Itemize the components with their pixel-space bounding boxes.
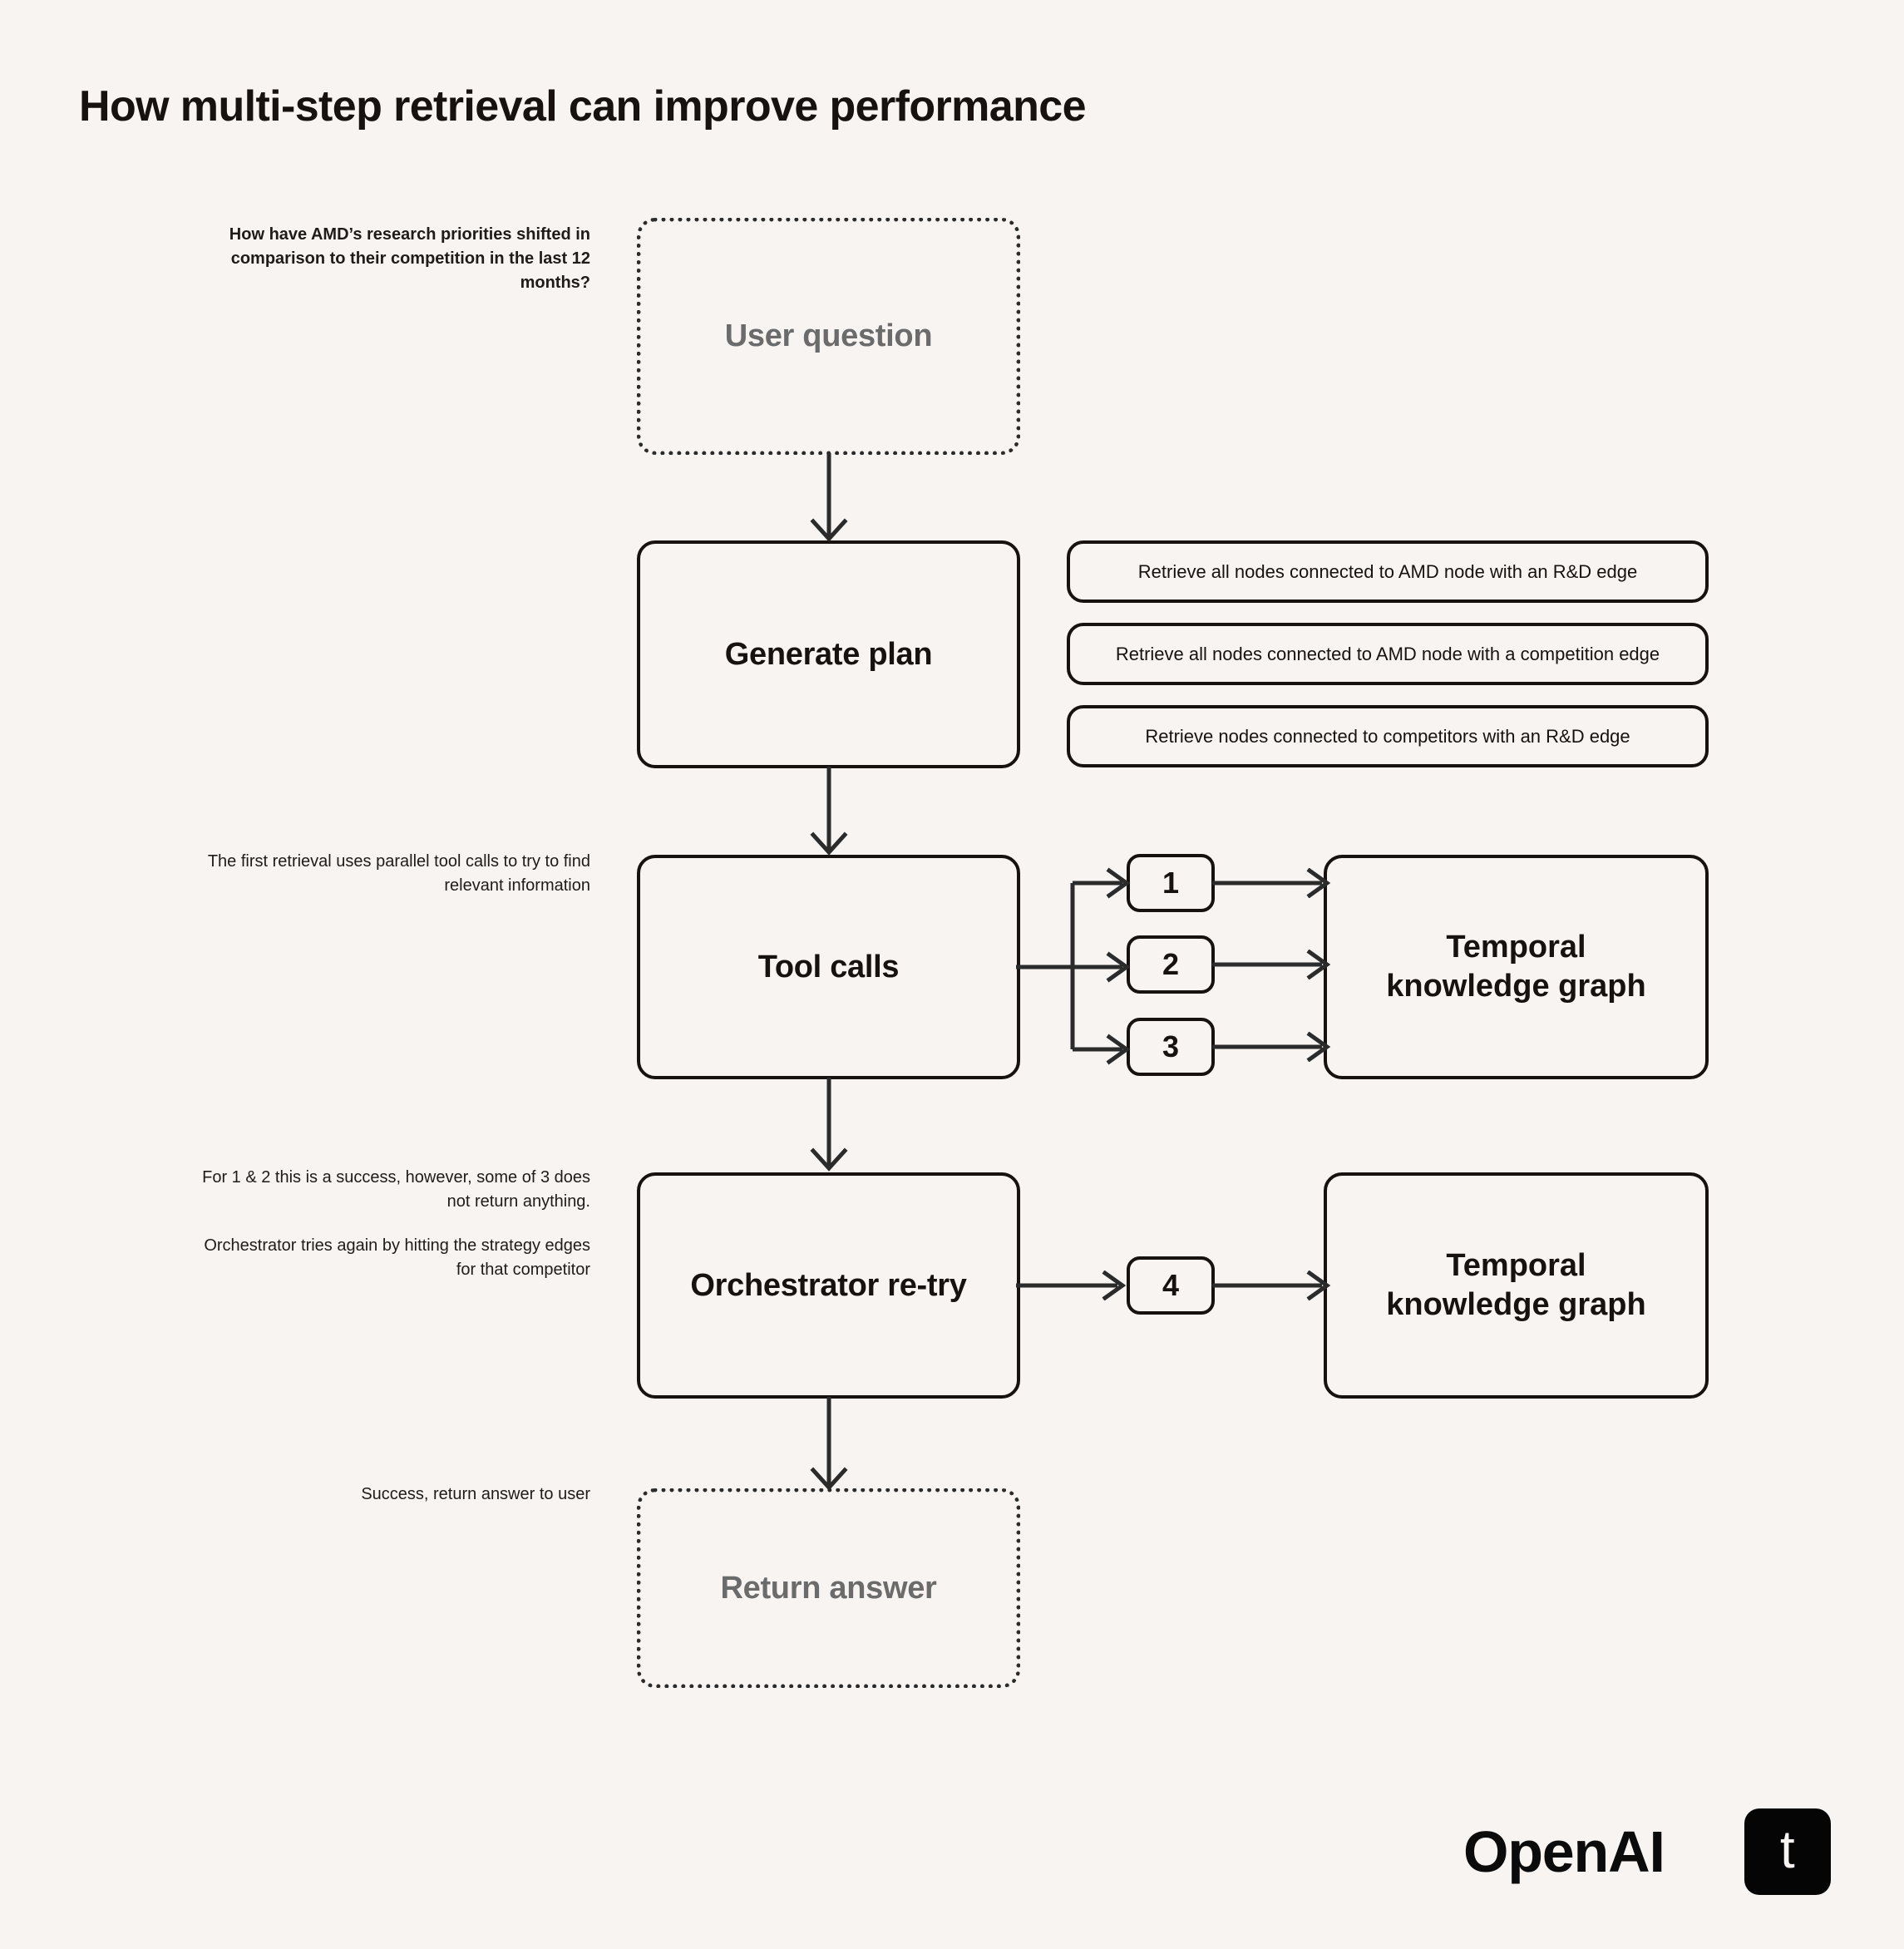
connector-user-question-to-generate-plan: [810, 453, 848, 542]
connector-badge-2-to-knowledge-graph: [1212, 950, 1331, 979]
footer-logos: OpenAI t: [1463, 1808, 1831, 1895]
connector-tool-calls-fanout: [1016, 867, 1131, 1065]
annotation-tool-calls: The first retrieval uses parallel tool c…: [207, 852, 590, 895]
connector-badge-3-to-knowledge-graph: [1212, 1032, 1331, 1062]
node-tool-calls[interactable]: Tool calls: [637, 855, 1020, 1079]
node-user-question[interactable]: User question: [637, 218, 1020, 455]
connector-generate-plan-to-tool-calls: [810, 767, 848, 856]
node-generate-plan[interactable]: Generate plan: [637, 540, 1020, 768]
tool-call-badge-1[interactable]: 1: [1127, 854, 1215, 912]
partner-logo-mark: t: [1744, 1808, 1831, 1895]
connector-badge-1-to-knowledge-graph: [1212, 868, 1331, 898]
node-return-answer[interactable]: Return answer: [637, 1488, 1020, 1688]
page-title: How multi-step retrieval can improve per…: [79, 82, 1087, 131]
tool-call-badge-3[interactable]: 3: [1127, 1018, 1215, 1076]
plan-step-1[interactable]: Retrieve all nodes connected to AMD node…: [1067, 540, 1709, 603]
openai-logo: OpenAI: [1463, 1819, 1665, 1884]
annotation-user-question: How have AMD’s research priorities shift…: [229, 225, 590, 292]
plan-step-2[interactable]: Retrieve all nodes connected to AMD node…: [1067, 623, 1709, 685]
node-temporal-knowledge-graph-bottom[interactable]: Temporal knowledge graph: [1324, 1172, 1709, 1399]
node-temporal-knowledge-graph-top[interactable]: Temporal knowledge graph: [1324, 855, 1709, 1079]
tool-call-badge-2[interactable]: 2: [1127, 935, 1215, 994]
connector-orchestrator-retry-to-badge-4: [1016, 1271, 1127, 1300]
connector-badge-4-to-knowledge-graph: [1212, 1271, 1331, 1300]
annotation-return-answer: Success, return answer to user: [361, 1485, 590, 1503]
annotation-retry-failure: For 1 & 2 this is a success, however, so…: [202, 1168, 590, 1211]
connector-tool-calls-to-orchestrator-retry: [810, 1078, 848, 1172]
connector-orchestrator-retry-to-return-answer: [810, 1397, 848, 1491]
retry-badge-4[interactable]: 4: [1127, 1256, 1215, 1315]
plan-step-3[interactable]: Retrieve nodes connected to competitors …: [1067, 705, 1709, 767]
annotation-retry-action: Orchestrator tries again by hitting the …: [204, 1236, 590, 1279]
node-orchestrator-retry[interactable]: Orchestrator re-try: [637, 1172, 1020, 1399]
